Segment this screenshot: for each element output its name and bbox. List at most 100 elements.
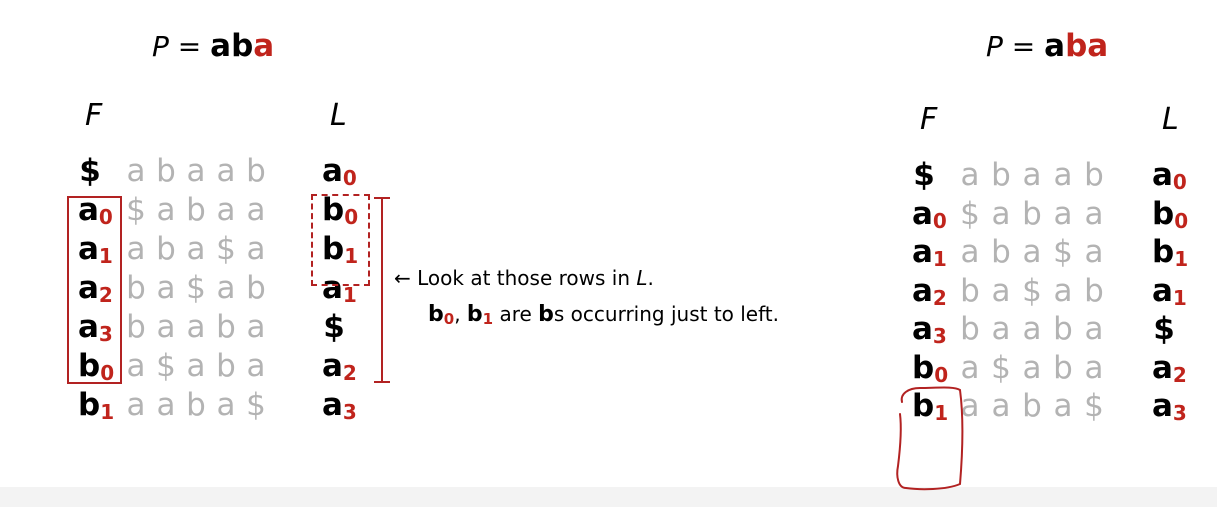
rotation-cell: b [216,309,236,345]
rotation-cell: a [186,309,206,345]
f-column-cell: $ [913,157,935,193]
rotation-cell: a [991,388,1011,424]
annotation-sep: , [454,302,467,326]
rotation-cell: a [1053,272,1073,309]
rotation-cell: a [126,231,146,267]
rotation-cell: b [246,153,266,189]
rotation-cell: a [1053,195,1073,232]
pattern-prefix: P = [152,30,211,63]
l-column-cell: $ [1153,311,1175,347]
rotation-cell: a [1084,234,1104,270]
annotation-italic-l: L [636,266,648,290]
rotation-cell: a [246,309,266,345]
pattern-black: ab [210,28,254,64]
rotation-cell: a [960,234,980,270]
rotation-cell: $ [1022,272,1042,309]
rotation-cell: b [991,234,1011,270]
f-column-cell: a3 [78,309,113,346]
annotation-text-1: Look at those rows in [417,266,637,290]
rotation-cell: a [1022,234,1042,270]
pattern-red: a [253,28,275,64]
rotation-cell: b [1022,388,1042,424]
rotation-cell: b [126,309,146,345]
rotation-cell: a [156,387,176,423]
rank-subscript: 3 [932,324,947,348]
rotation-cell: a [156,192,176,228]
left-pattern-title: P = aba [152,30,274,63]
annotation-line-1: ← Look at those rows in L. [394,265,654,291]
rank-subscript: 1 [1172,285,1187,310]
right-l-header: L [1162,102,1179,137]
l-column-cell: a3 [322,387,357,424]
f-column-cell: a2 [912,272,947,310]
pattern-prefix: P = [986,30,1045,63]
rank-subscript: 1 [932,247,947,271]
left-f-header: F [85,98,103,133]
l-column-cell: $ [323,309,345,345]
rotation-cell: b [246,270,266,306]
f-column-cell: b0 [78,348,115,385]
rotation-cell: a [1022,311,1042,347]
left-l-dashed-box [311,194,370,286]
rotation-cell: a [1084,311,1104,347]
f-column-cell: b0 [912,349,949,387]
annotation-b0: b [428,302,444,327]
rotation-cell: $ [216,231,236,267]
annotation-b1-sub: 1 [482,310,494,328]
rotation-cell: a [156,309,176,345]
l-column-cell: a3 [1152,388,1187,425]
l-column-cell: b0 [1152,195,1189,233]
rotation-cell: a [126,348,146,384]
rotation-cell: $ [246,387,266,423]
pattern-black: a [1044,28,1066,64]
rank-subscript: 0 [98,205,113,229]
rank-subscript: 0 [1172,170,1187,194]
rank-subscript: 0 [932,208,947,233]
f-column-cell: a1 [78,231,113,268]
l-column-cell: b0 [322,192,359,229]
rotation-cell: a [1022,349,1042,386]
rotation-cell: $ [186,270,206,306]
rotation-cell: $ [1053,234,1073,270]
rotation-cell: $ [991,349,1011,386]
rotation-cell: b [991,157,1011,193]
rotation-cell: a [156,270,176,306]
rotation-cell: b [1084,157,1104,193]
rank-subscript: 0 [100,361,115,385]
rotation-cell: a [216,387,236,423]
bottom-band [0,487,1217,507]
rank-subscript: 1 [934,401,949,425]
rotation-cell: a [991,195,1011,232]
l-column-cell: a1 [1152,272,1187,310]
rank-subscript: 2 [342,361,357,385]
pattern-red: ba [1065,28,1109,64]
annotation-period: . [647,266,654,290]
left-f-highlight-box [67,196,122,384]
rotation-cell: b [960,272,980,309]
rotation-cell: $ [156,348,176,384]
f-column-cell: b1 [78,387,115,424]
rotation-cell: b [156,231,176,267]
rotation-cell: b [1053,311,1073,347]
rotation-cell: a [216,192,236,228]
rotation-cell: b [1084,272,1104,309]
left-arrow-icon: ← [394,266,411,290]
rotation-cell: b [1053,349,1073,386]
l-column-cell: a1 [322,270,357,307]
annotation-bs: b [538,302,554,327]
rank-subscript: 0 [934,362,949,387]
rotation-cell: $ [126,192,146,228]
rank-subscript: 0 [344,205,359,229]
rotation-cell: a [216,270,236,306]
rank-subscript: 1 [1174,247,1189,271]
left-range-bracket [374,197,390,383]
f-column-cell: a3 [912,311,947,348]
rank-subscript: 2 [98,283,113,307]
rotation-cell: a [246,192,266,228]
annotation-b1: b [466,302,483,327]
rotation-cell: a [1053,388,1073,424]
rotation-cell: a [960,349,980,386]
rotation-cell: a [186,231,206,267]
rotation-cell: a [1022,157,1042,193]
rotation-cell: a [991,311,1011,347]
